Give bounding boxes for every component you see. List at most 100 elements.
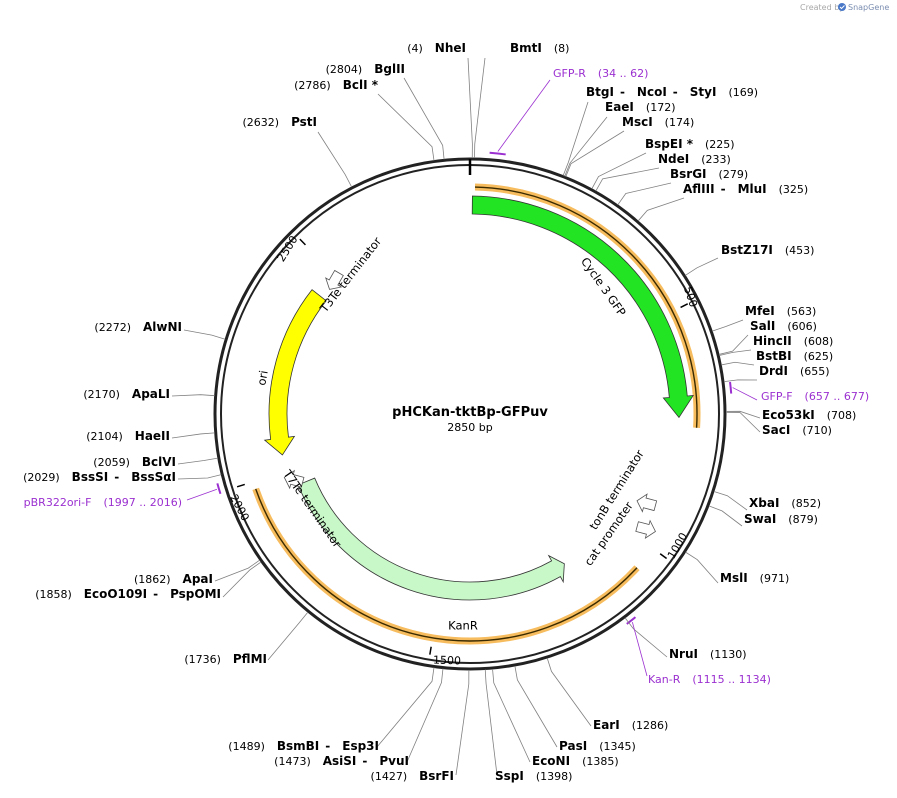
enzyme-leader-afliii	[637, 197, 685, 222]
enzyme-leader-bstz17i	[685, 257, 719, 276]
primer-label-kanr[interactable]: Kan-R(1115 .. 1134)	[648, 673, 771, 686]
enzyme-label-nhei[interactable]: (4)NheI	[407, 41, 466, 55]
enzyme-label-hincii[interactable]: HincII(608)	[753, 334, 833, 348]
enzyme-label-sali[interactable]: SalI(606)	[750, 319, 817, 333]
enzyme-label-nrui[interactable]: NruI(1130)	[669, 647, 747, 661]
enzyme-label-eari[interactable]: EarI(1286)	[593, 718, 668, 732]
enzyme-leader-bsssi	[177, 474, 222, 480]
enzyme-name: PflMI	[233, 652, 267, 666]
primer-name: pBR322ori-F	[24, 496, 92, 509]
enzyme-position: (1736)	[184, 653, 221, 666]
enzyme-name: BglII	[374, 62, 405, 76]
primer-label-pbr[interactable]: pBR322ori-F (1997 .. 2016)	[24, 496, 182, 509]
feature-cycle3-gfp[interactable]	[471, 195, 694, 419]
enzyme-position: (1345)	[599, 740, 636, 753]
enzyme-label-bclvi[interactable]: (2059)BclVI	[93, 455, 176, 469]
enzyme-label-afliii[interactable]: AflIII-MluI(325)	[683, 182, 808, 196]
enzyme-separator: -	[153, 587, 158, 601]
primer-label-gfpf[interactable]: GFP-F(657 .. 677)	[761, 390, 869, 403]
enzyme-label-psti[interactable]: (2632)PstI	[242, 115, 317, 129]
enzyme-leader-apali	[171, 394, 215, 397]
credit-text: Created by	[800, 3, 844, 12]
enzyme-position: (2170)	[83, 388, 120, 401]
enzyme-label-apai[interactable]: (1862)ApaI	[134, 572, 213, 586]
enzyme-separator: -	[673, 85, 678, 99]
feature-tonb-terminator[interactable]	[635, 518, 658, 540]
enzyme-name: XbaI	[749, 496, 779, 510]
tick-mark	[299, 238, 306, 246]
feature-ori[interactable]	[263, 289, 327, 456]
enzyme-leader-bglii	[403, 77, 445, 160]
enzyme-label-swai[interactable]: SwaI(879)	[744, 512, 818, 526]
enzyme-label-xbai[interactable]: XbaI(852)	[749, 496, 821, 510]
enzyme-leader-drdi	[723, 379, 758, 383]
tick-label: 500	[681, 285, 700, 309]
enzyme-label-bglii[interactable]: (2804)BglII	[326, 62, 405, 76]
enzyme-label-bstbi[interactable]: BstBI(625)	[756, 349, 833, 363]
enzyme-name: EaeI	[605, 100, 634, 114]
enzyme-position: (2786)	[294, 79, 331, 92]
primer-range: (1997 .. 2016)	[103, 496, 182, 509]
enzyme-name: PspOMI	[170, 587, 221, 601]
enzyme-name: Eco53kI	[762, 408, 815, 422]
enzyme-label-bspei[interactable]: BspEI *(225)	[645, 137, 735, 151]
enzyme-label-bstz17i[interactable]: BstZ17I(453)	[721, 243, 814, 257]
feature-t7te-terminator[interactable]	[282, 469, 305, 491]
enzyme-leader-pasi	[514, 665, 558, 748]
enzyme-label-alwni[interactable]: (2272)AlwNI	[94, 320, 182, 334]
enzyme-label-ndei[interactable]: NdeI(233)	[658, 152, 731, 166]
tick-mark	[429, 646, 432, 655]
enzyme-leader-saci	[725, 412, 761, 433]
enzyme-label-mfei[interactable]: MfeI(563)	[745, 304, 816, 318]
enzyme-label-pasi[interactable]: PasI(1345)	[559, 739, 636, 753]
enzyme-leader-econi	[492, 668, 531, 763]
enzyme-label-saci[interactable]: SacI(710)	[762, 423, 832, 437]
primer-name: Kan-R	[648, 673, 681, 686]
enzyme-label-sspi[interactable]: SspI(1398)	[495, 769, 572, 783]
enzyme-leader-bsmbi	[376, 667, 435, 748]
enzyme-name: MluI	[738, 182, 767, 196]
enzyme-label-apali[interactable]: (2170)ApaLI	[83, 387, 170, 401]
enzyme-position: (971)	[760, 572, 790, 585]
enzyme-label-bmti[interactable]: BmtI(8)	[510, 41, 569, 55]
enzyme-label-econi[interactable]: EcoNI(1385)	[532, 754, 619, 768]
enzyme-position: (655)	[800, 365, 830, 378]
enzyme-label-eco53ki[interactable]: Eco53kI(708)	[762, 408, 856, 422]
enzyme-position: (4)	[407, 42, 423, 55]
enzyme-position: (279)	[719, 168, 749, 181]
enzyme-label-haeii[interactable]: (2104)HaeII	[86, 429, 170, 443]
enzyme-name: NdeI	[658, 152, 689, 166]
enzyme-name: BclI *	[343, 78, 379, 92]
enzyme-label-msli[interactable]: MslI(971)	[720, 571, 789, 585]
enzyme-label-bcli[interactable]: (2786) BclI *	[294, 78, 379, 92]
enzyme-label-btgi[interactable]: BtgI-NcoI-StyI(169)	[586, 85, 758, 99]
enzyme-label-ecoo109i[interactable]: (1858)EcoO109I-PspOMI	[35, 587, 221, 601]
enzyme-name: HincII	[753, 334, 792, 348]
enzyme-label-asisi[interactable]: (1473)AsiSI-PvuI	[274, 754, 409, 768]
enzyme-position: (225)	[705, 138, 735, 151]
enzyme-label-msci[interactable]: MscI(174)	[622, 115, 694, 129]
enzyme-leaders	[171, 57, 761, 776]
primer-marks	[216, 151, 733, 625]
map-title: pHCKan-tktBp-GFPuv	[392, 405, 548, 420]
enzyme-position: (563)	[787, 305, 817, 318]
enzyme-position: (2632)	[242, 116, 279, 129]
enzyme-name: MscI	[622, 115, 653, 129]
enzyme-name: BstZ17I	[721, 243, 773, 257]
enzyme-label-eaei[interactable]: EaeI(172)	[605, 100, 676, 114]
enzyme-label-bsrgi[interactable]: BsrGI(279)	[670, 167, 748, 181]
enzyme-label-drdi[interactable]: DrdI (655)	[759, 364, 830, 378]
enzyme-label-bsmbi[interactable]: (1489)BsmBI-Esp3I	[228, 739, 379, 753]
primer-leader-pbr	[186, 488, 218, 501]
enzyme-label-bsrfi[interactable]: (1427)BsrFI	[371, 769, 454, 783]
enzyme-leader-haeii	[171, 432, 215, 439]
feature-cat-promoter[interactable]	[635, 492, 658, 514]
feature-t3te-terminator[interactable]	[322, 268, 347, 293]
tick-label: 1000	[665, 530, 690, 561]
enzyme-name: DrdI	[759, 364, 788, 378]
enzyme-label-pflmi[interactable]: (1736) PflMI	[184, 652, 267, 666]
enzyme-leader-alwni	[183, 329, 226, 340]
enzyme-label-bsssi[interactable]: (2029)BssSI-BssSαI	[23, 470, 176, 484]
primer-label-gfpr[interactable]: GFP-R(34 .. 62)	[553, 67, 648, 80]
